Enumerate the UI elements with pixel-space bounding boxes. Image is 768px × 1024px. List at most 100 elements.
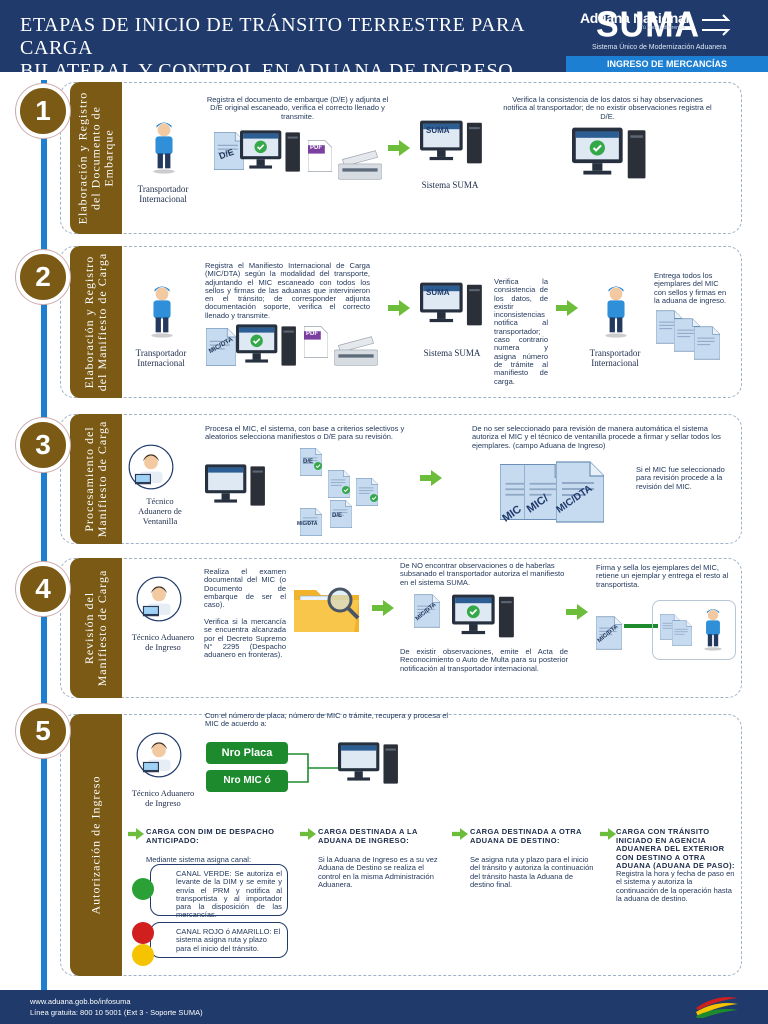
transport-person-icon <box>148 118 180 176</box>
computer-icon <box>338 740 400 786</box>
step-4-panel <box>60 558 742 698</box>
step-4-label: Revisión del Manifiesto de Carga <box>70 558 122 698</box>
section-ribbon: INGRESO DE MERCANCÍAS <box>566 56 768 72</box>
screen-logo: SUMA <box>426 126 450 135</box>
red-light-icon <box>132 922 154 944</box>
arrow-icon <box>388 300 410 316</box>
pdf-label: PDF <box>310 145 322 151</box>
step-1-text-b: Verifica la consistencia de los datos si… <box>503 95 712 121</box>
aduana-brand: Aduana Nacional <box>580 10 690 26</box>
step-3-panel <box>60 414 742 544</box>
col-4-text: Registra la hora y fecha de paso en el s… <box>616 869 735 903</box>
col-3-text: Se asigna ruta y plazo para el inicio de… <box>470 855 594 889</box>
actor-caption: Transportador Internacional <box>137 184 189 204</box>
step-2-panel <box>60 246 742 398</box>
col-3-heading: CARGA DESTINADA A OTRA ADUANA DE DESTINO… <box>470 827 582 845</box>
placa-button[interactable]: Nro Placa <box>206 742 288 764</box>
page-title: ETAPAS DE INICIO DE TRÁNSITO TERRESTRE P… <box>20 14 560 83</box>
document-icon <box>694 326 720 360</box>
step-2-text-a: Registra el Manifiesto Internacional de … <box>205 261 370 320</box>
footer-url[interactable]: www.aduana.gob.bo/infosuma <box>30 997 131 1006</box>
arrow-icon <box>128 828 144 840</box>
arrow-icon <box>556 300 578 316</box>
scanner-icon <box>338 148 382 182</box>
title-line-2: BILATERAL Y CONTROL EN ADUANA DE INGRESO <box>20 60 514 82</box>
step-4-text-a: Realiza el examen documental del MIC (o … <box>204 567 286 610</box>
step-2-text-c: Entrega todos los ejemplares del MIC con… <box>654 271 727 305</box>
step-3-number: 3 <box>16 418 70 472</box>
step-3-label: Procesamiento del Manifiesto de Carga <box>70 414 122 544</box>
transport-person-icon <box>146 282 178 340</box>
folder-magnifier-icon <box>294 587 360 632</box>
col-2-heading: CARGA DESTINADA A LA ADUANA DE INGRESO: <box>318 827 418 845</box>
footer <box>0 990 768 1024</box>
step-1-number: 1 <box>16 84 70 138</box>
agent-desk-icon <box>136 576 182 622</box>
computer-icon <box>240 128 302 174</box>
step-5-intro: Con el número de placa, número de MIC o … <box>205 711 449 729</box>
step-5-number: 5 <box>16 704 70 758</box>
check-icon <box>370 494 378 502</box>
canal-rojo-box <box>150 922 288 958</box>
actor-caption-2: Transportador Internacional <box>589 348 641 368</box>
check-icon <box>314 462 322 470</box>
mic-tramite-button[interactable]: Nro MIC ó Trámite <box>206 770 288 808</box>
title-line-1: ETAPAS DE INICIO DE TRÁNSITO TERRESTRE P… <box>20 14 524 59</box>
system-caption: Sistema SUMA <box>423 348 481 358</box>
canal-rojo-text: CANAL ROJO ó AMARILLO: El sistema asigna… <box>176 927 281 953</box>
step-4-text-d: De existir observaciones, emite el Acta … <box>400 647 568 673</box>
actor-caption: Técnico Aduanero de Ingreso <box>131 632 195 652</box>
canal-verde-box <box>150 864 288 916</box>
step-2-text-b: Verifica la consistencia de los datos, d… <box>494 277 548 386</box>
arrow-icon <box>372 600 394 616</box>
bracket-connector <box>288 753 338 783</box>
suma-logo: SUMA <box>596 5 701 45</box>
agent-window-icon <box>128 444 174 490</box>
agent-desk-icon <box>136 732 182 778</box>
canal-verde-text: CANAL VERDE: Se autoriza el levante de l… <box>176 869 282 920</box>
mic-doc-label: MIC/DTA <box>297 521 318 527</box>
computer-icon <box>205 462 267 508</box>
arrow-icon <box>300 828 316 840</box>
col-1-heading: CARGA CON DIM DE DESPACHO ANTICIPADO: <box>146 827 275 845</box>
step-2-number: 2 <box>16 250 70 304</box>
delivery-box <box>652 600 736 660</box>
col-4-heading: CARGA CON TRÁNSITO INICIADO EN AGENCIA A… <box>616 827 735 870</box>
de-doc-label: D/E <box>332 513 343 519</box>
system-caption: Sistema SUMA <box>421 180 479 190</box>
footer-phone: Línea gratuita: 800 10 5001 (Ext 3 - Sop… <box>30 1008 203 1017</box>
step-2-label: Elaboración y Registro del Manifiesto de… <box>70 246 122 398</box>
actor-caption: Técnico Aduanero de Ingreso <box>131 788 195 808</box>
check-icon <box>342 486 350 494</box>
computer-icon <box>236 322 298 368</box>
arrows-icon <box>702 14 731 36</box>
step-3-text-a: Procesa el MIC, el sistema, con base a c… <box>205 424 405 442</box>
step-4-text-c: De NO encontrar observaciones o de haber… <box>400 561 565 587</box>
step-4-text-e: Firma y sella los ejemplares del MIC, re… <box>596 563 729 589</box>
logo-subtitle: Sistema Único de Modernización Aduanera <box>592 44 727 51</box>
col-2-text: Si la Aduana de Ingreso es a su vez Adua… <box>318 855 438 889</box>
transport-person-icon <box>600 282 632 340</box>
arrow-icon <box>388 140 410 156</box>
actor-caption: Transportador Internacional <box>135 348 187 368</box>
pdf-label: PDF <box>306 331 318 337</box>
aduana-tagline: Tú eres la diferencia <box>640 25 686 31</box>
yellow-light-icon <box>132 944 154 966</box>
computer-check-icon <box>452 592 516 640</box>
col-1-text: Mediante sistema asigna canal: <box>146 855 252 864</box>
step-4-number: 4 <box>16 562 70 616</box>
de-doc-label: D/E <box>303 459 314 465</box>
step-4-text-b: Verifica si la mercancía se encuentra al… <box>204 617 286 660</box>
step-5-label: Autorización de Ingreso <box>70 714 122 976</box>
actor-caption: Técnico Aduanero de Ventanilla <box>138 496 182 526</box>
green-light-icon <box>132 878 154 900</box>
arrow-icon <box>420 470 442 486</box>
transport-person-icon <box>700 604 726 654</box>
flag-swoosh-icon <box>696 997 738 1018</box>
step-3-text-c: Si el MIC fue seleccionado para revisión… <box>636 465 725 491</box>
arrow-icon <box>600 828 616 840</box>
arrow-icon <box>566 604 588 620</box>
timeline-bar <box>41 80 47 990</box>
step-1-text-a: Registra el documento de embarque (D/E) … <box>206 95 389 121</box>
green-connector <box>624 624 658 628</box>
